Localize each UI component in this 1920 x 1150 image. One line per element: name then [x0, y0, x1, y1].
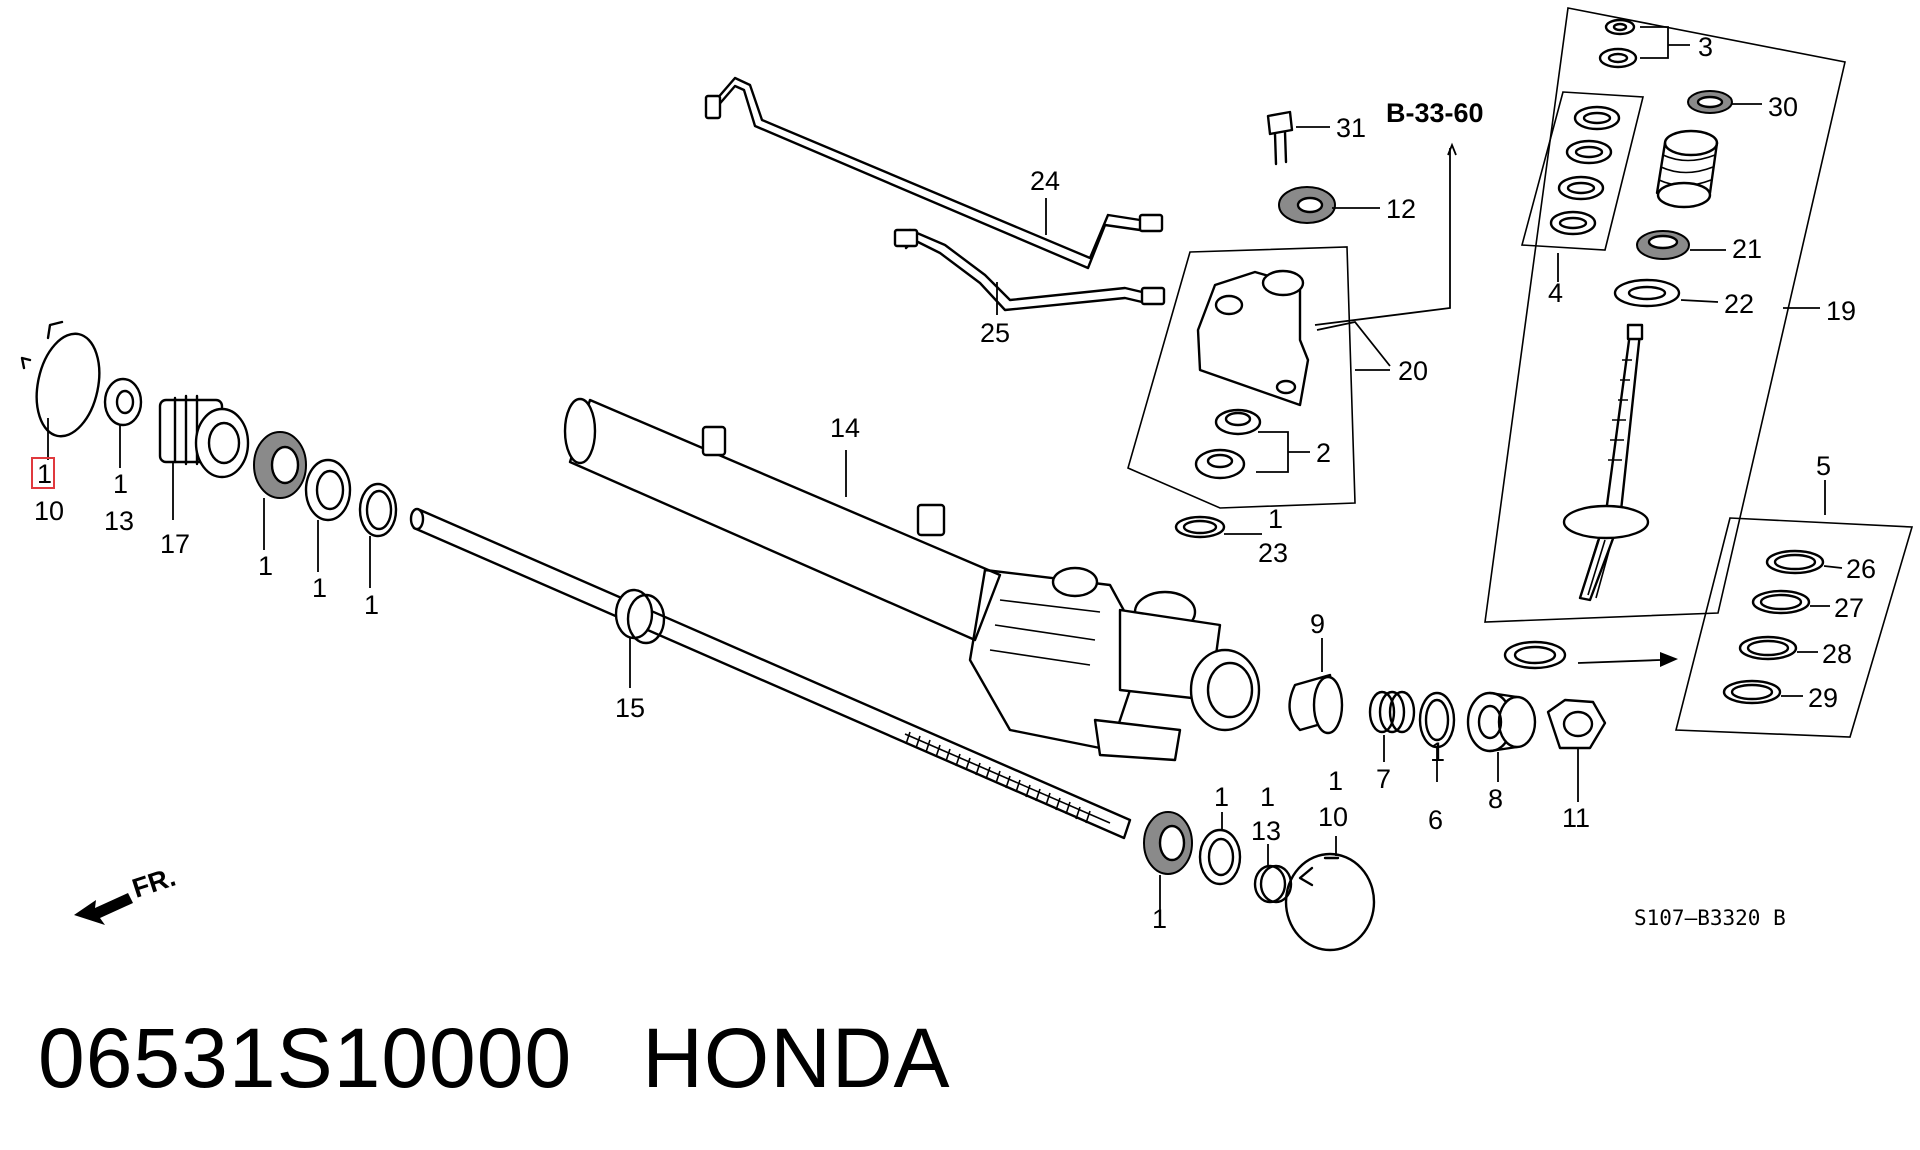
callout-27: 27 — [1834, 593, 1864, 623]
callout-12: 12 — [1386, 194, 1416, 224]
valve-bolt — [1266, 110, 1294, 166]
callout-31: 31 — [1336, 113, 1366, 143]
valve-o-ring — [1174, 515, 1226, 539]
callout-1-right-clamp: 1 — [1328, 766, 1343, 796]
callout-19: 19 — [1826, 296, 1856, 326]
front-direction-arrow: FR. — [74, 862, 179, 925]
callout-4: 4 — [1548, 278, 1563, 308]
callout-1-left-clamp: 1 — [37, 459, 52, 489]
callout-2: 2 — [1316, 438, 1331, 468]
callout-1-o-ring-left: 1 — [364, 590, 379, 620]
seal-right — [1198, 828, 1242, 886]
callout-26: 26 — [1846, 554, 1876, 584]
callout-1-bearing-right: 1 — [1152, 904, 1167, 934]
washer-22 — [1613, 278, 1681, 308]
guide-o-ring — [1418, 691, 1456, 749]
highlighted-callout-box — [31, 457, 55, 489]
callout-labels: 1 10 1 13 17 1 1 1 15 14 24 25 31 12 B-3… — [31, 32, 1876, 934]
callout-1-valve-o-ring: 1 — [1268, 504, 1283, 534]
callout-7: 7 — [1376, 764, 1391, 794]
callout-11: 11 — [1562, 803, 1590, 833]
callout-29: 29 — [1808, 683, 1838, 713]
callout-24: 24 — [1030, 166, 1060, 196]
brand-name: HONDA — [642, 1011, 951, 1105]
snap-ring-30 — [1687, 90, 1733, 114]
part-number: 06531S10000 — [38, 1011, 573, 1105]
callout-30: 30 — [1768, 92, 1798, 122]
pinion-bearing-spring — [1655, 129, 1719, 209]
callout-1-left-bushing: 1 — [113, 469, 128, 499]
callout-15: 15 — [615, 693, 645, 723]
callout-1-guide-o-ring: 1 — [1430, 737, 1445, 767]
callout-1-seal-right: 1 — [1214, 782, 1229, 812]
valve-body-group-frame — [1127, 246, 1356, 509]
callout-23: 23 — [1258, 538, 1288, 568]
front-arrow-label: FR. — [129, 862, 180, 904]
bushing-left — [103, 377, 143, 427]
bushing-right — [1253, 864, 1293, 904]
feed-pipe-b — [893, 228, 1166, 312]
boot-clamp-right — [1284, 852, 1376, 952]
callout-3: 3 — [1698, 32, 1713, 62]
callout-25: 25 — [980, 318, 1010, 348]
bearing-left — [253, 431, 307, 499]
leader-lines — [47, 26, 1843, 918]
callout-21: 21 — [1732, 234, 1762, 264]
callout-8: 8 — [1488, 784, 1503, 814]
callout-17: 17 — [160, 529, 190, 559]
callout-9: 9 — [1310, 609, 1325, 639]
bearing-21 — [1636, 230, 1690, 260]
callout-20: 20 — [1398, 356, 1428, 386]
valve-seals — [1194, 408, 1262, 480]
callout-1-seal-left: 1 — [312, 573, 327, 603]
bearing-right — [1143, 811, 1193, 875]
gasket-kit-5-frame — [1674, 517, 1914, 738]
callout-28: 28 — [1822, 639, 1852, 669]
callout-6: 6 — [1428, 805, 1443, 835]
callout-1-bearing-left: 1 — [258, 551, 273, 581]
callout-1-bushing-right: 1 — [1260, 782, 1275, 812]
seal-kit-4-rings — [1549, 105, 1621, 236]
seal-left-a — [304, 458, 352, 522]
o-ring-left — [358, 482, 398, 538]
gasket-arrow — [1503, 640, 1678, 670]
callout-13-right-bushing: 13 — [1251, 816, 1281, 846]
pinion-top-rings-3 — [1598, 18, 1638, 69]
rack-shaft — [409, 507, 1132, 840]
callout-10-left-clamp: 10 — [34, 496, 64, 526]
callout-22: 22 — [1724, 289, 1754, 319]
callout-13-left-bushing: 13 — [104, 506, 134, 536]
feed-pipe-a — [704, 76, 1164, 270]
valve-washer-top — [1278, 186, 1336, 224]
guide-screw — [1466, 691, 1537, 753]
part-caption: 06531S10000 HONDA — [38, 1010, 951, 1107]
pinion-shaft — [1562, 323, 1650, 602]
lock-nut — [1546, 698, 1607, 750]
callout-5: 5 — [1816, 451, 1831, 481]
boot-clamp-left — [20, 320, 101, 438]
seal-kit-4-frame — [1520, 91, 1645, 251]
drawing-code: S107–B3320 B — [1634, 906, 1786, 930]
pinion-group-frame — [1484, 7, 1846, 623]
valve-body-housing — [1196, 269, 1310, 407]
rack-end-nut — [158, 394, 250, 479]
rack-teeth — [905, 731, 1091, 824]
rack-guide — [1288, 673, 1344, 735]
reference-code: B-33-60 — [1386, 98, 1484, 128]
callout-10-right-clamp: 10 — [1318, 802, 1348, 832]
rack-housing — [563, 397, 1261, 762]
callout-14: 14 — [830, 413, 860, 443]
guide-spring — [1368, 690, 1416, 734]
gasket-kit-5-rings — [1722, 549, 1825, 705]
